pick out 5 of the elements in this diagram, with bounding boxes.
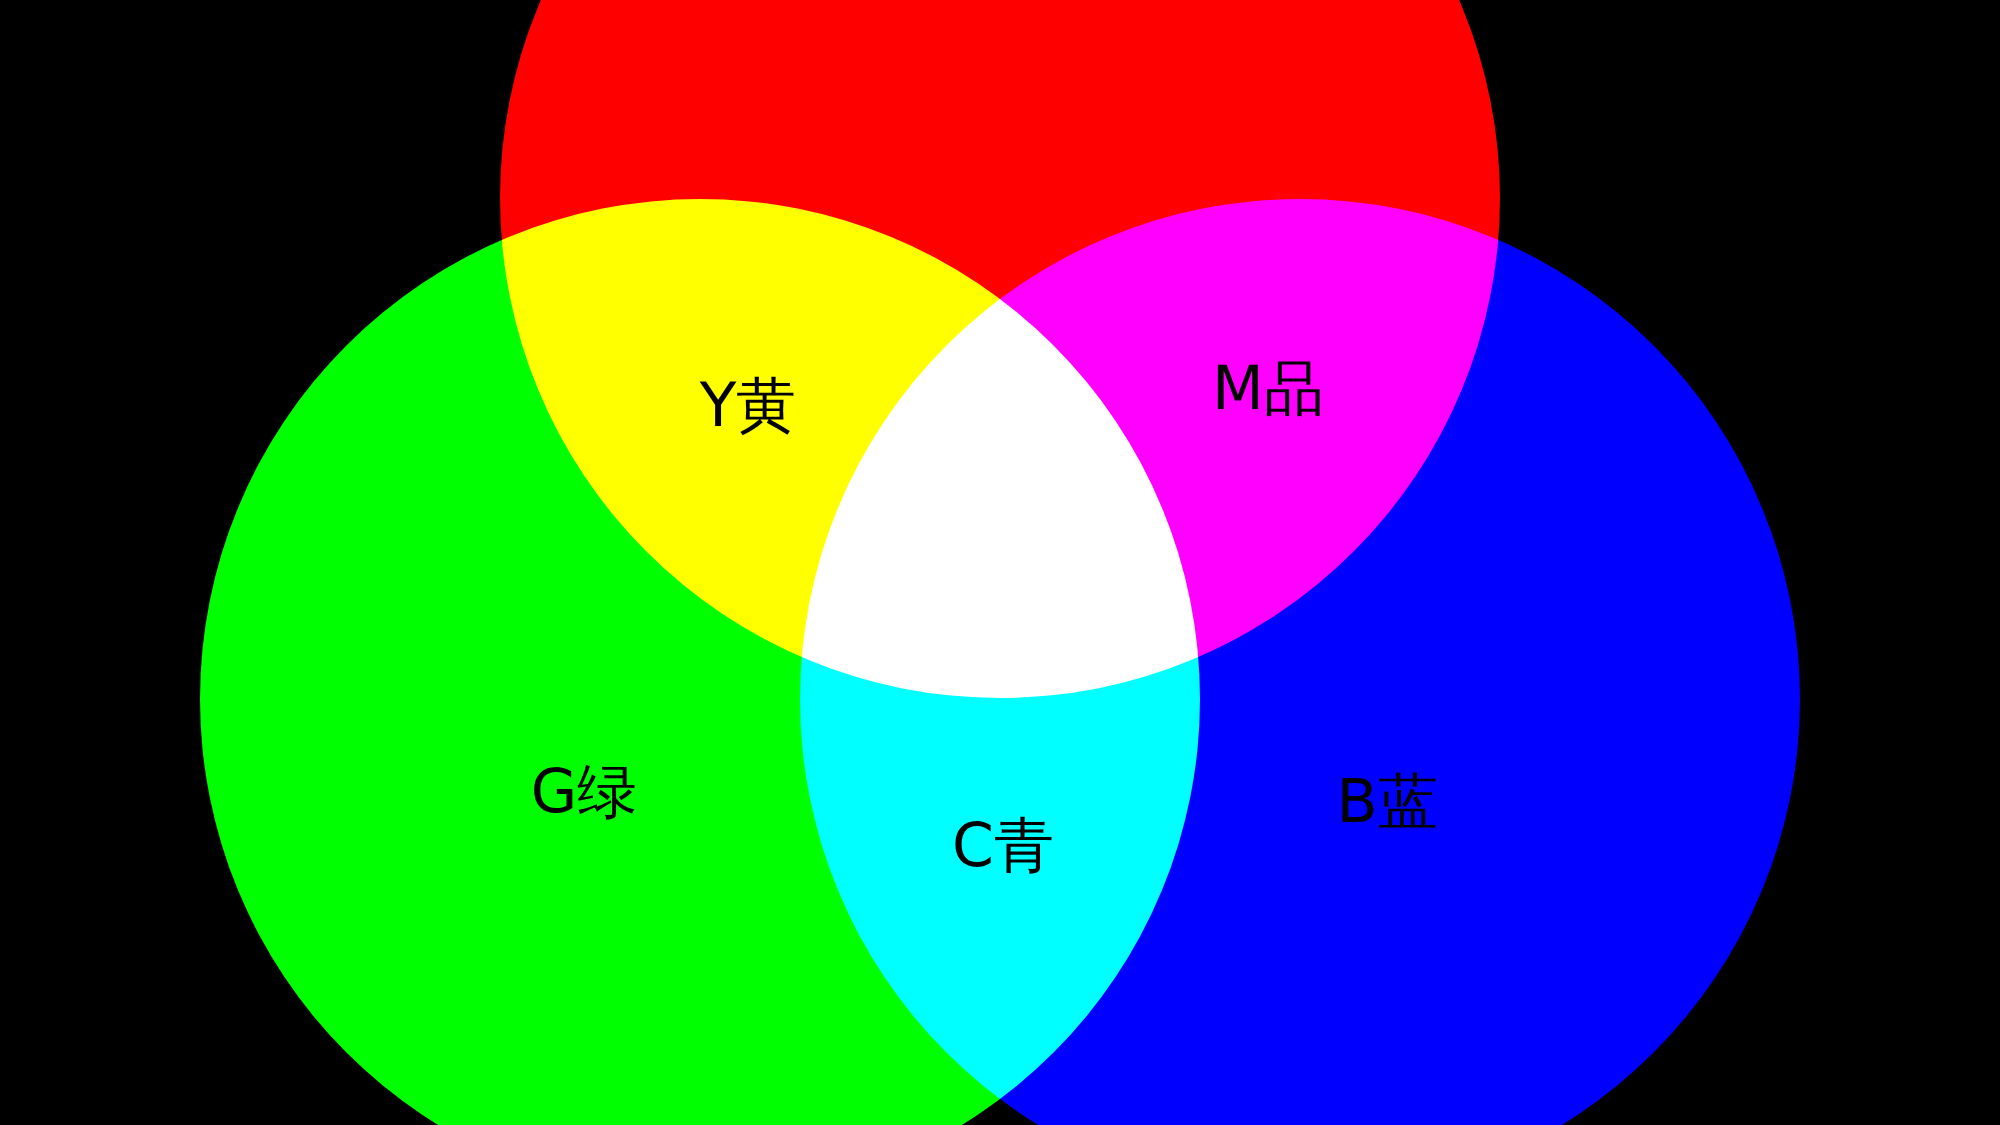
circle-label: G绿 [530,761,638,821]
overlap-label: M品 [1212,358,1324,418]
overlap-label: C青 [952,815,1054,875]
circle-label: B蓝 [1336,771,1438,831]
overlap-label: Y黄 [699,375,797,435]
